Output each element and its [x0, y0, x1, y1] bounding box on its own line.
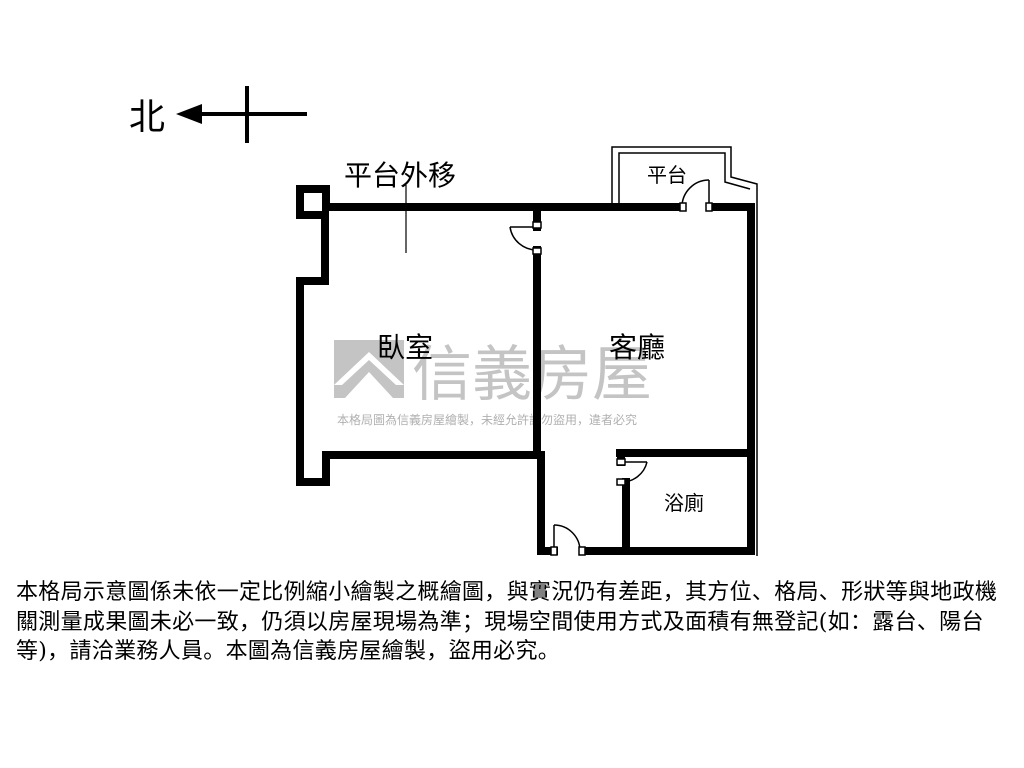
brand-logo-icon [334, 340, 404, 398]
watermark: 信義房屋 本格局圖為信義房屋繪製，未經允許請勿盜用，違者必究 [334, 340, 652, 427]
label-platform: 平台 [647, 163, 687, 187]
platform-outline [611, 146, 758, 556]
bathroom-door [616, 458, 648, 486]
north-label: 北 [129, 97, 165, 138]
north-compass [176, 86, 307, 143]
doors [509, 179, 713, 556]
watermark-notice: 本格局圖為信義房屋繪製，未經允許請勿盜用，違者必究 [337, 412, 637, 427]
bedroom-door [509, 221, 542, 255]
label-bathroom: 浴廁 [664, 491, 704, 515]
platform-door [679, 179, 713, 212]
walls [296, 185, 755, 555]
north-arrow-icon [176, 104, 202, 124]
label-living-room: 客廳 [609, 331, 665, 364]
label-bedroom: 臥室 [377, 331, 433, 364]
disclaimer-text: 本格局示意圖係未依一定比例縮小繪製之概繪圖，與實況仍有差距，其方位、格局、形狀等… [16, 580, 998, 664]
watermark-brand: 信義房屋 [412, 340, 652, 410]
label-platform-moved: 平台外移 [344, 159, 456, 192]
entry-door [550, 524, 586, 556]
